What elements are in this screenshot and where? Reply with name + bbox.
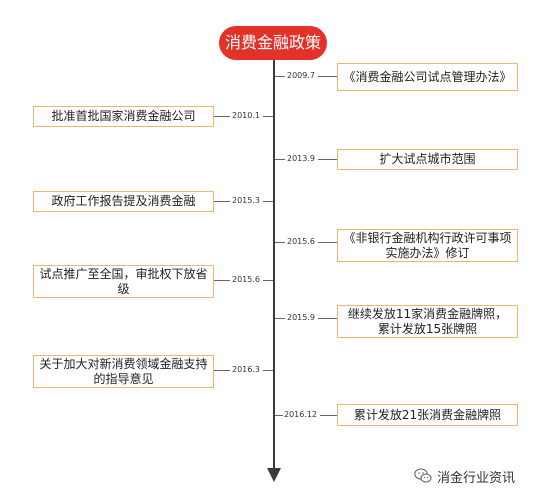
left-event-date-2: 2015.3 <box>232 196 260 205</box>
watermark: 消金行业资讯 <box>414 466 515 486</box>
page-title: 消费金融政策 <box>219 26 327 60</box>
left-event-date-3: 2015.6 <box>232 275 260 284</box>
right-tick-2 <box>275 159 285 160</box>
left-event-date-1: 2010.1 <box>232 111 260 120</box>
left-connector-1 <box>214 116 230 117</box>
right-tick-4 <box>275 318 285 319</box>
right-connector-1 <box>318 76 337 77</box>
right-event-date-1: 2009.7 <box>287 71 315 80</box>
right-event-box-2: 扩大试点城市范围 <box>337 149 518 170</box>
left-event-box-3: 试点推广至全国，审批权下放省级 <box>33 265 214 298</box>
right-event-date-5: 2016.12 <box>284 410 318 419</box>
left-connector-3 <box>214 280 230 281</box>
right-connector-2 <box>318 159 337 160</box>
left-connector-4 <box>214 370 230 371</box>
left-event-box-1: 批准首批国家消费金融公司 <box>33 106 214 127</box>
watermark-text: 消金行业资讯 <box>437 470 516 486</box>
right-tick-1 <box>275 76 285 77</box>
left-tick-3 <box>263 280 273 281</box>
timeline-axis <box>273 60 275 470</box>
left-event-box-4: 关于加大对新消费领域金融支持的指导意见 <box>33 355 214 388</box>
left-event-date-4: 2016.3 <box>232 365 260 374</box>
right-event-date-4: 2015.9 <box>287 313 315 322</box>
right-tick-3 <box>275 242 285 243</box>
right-event-date-3: 2015.6 <box>287 237 315 246</box>
right-event-box-1: 《消费金融公司试点管理办法》 <box>337 63 518 91</box>
right-event-date-2: 2013.9 <box>287 154 315 163</box>
left-tick-2 <box>263 201 273 202</box>
left-tick-4 <box>263 370 273 371</box>
right-connector-5 <box>320 415 337 416</box>
left-event-box-2: 政府工作报告提及消费金融 <box>33 191 214 212</box>
left-tick-1 <box>263 116 273 117</box>
wechat-icon <box>414 468 432 483</box>
right-tick-5 <box>275 415 283 416</box>
right-connector-4 <box>318 318 337 319</box>
right-event-box-3: 《非银行金融机构行政许可事项实施办法》修订 <box>337 229 518 262</box>
right-connector-3 <box>318 242 337 243</box>
left-connector-2 <box>214 201 230 202</box>
right-event-box-4: 继续发放11家消费金融牌照，累计发放15张牌照 <box>337 305 518 338</box>
timeline-arrow-icon <box>267 468 281 482</box>
right-event-box-5: 累计发放21张消费金融牌照 <box>337 404 518 426</box>
